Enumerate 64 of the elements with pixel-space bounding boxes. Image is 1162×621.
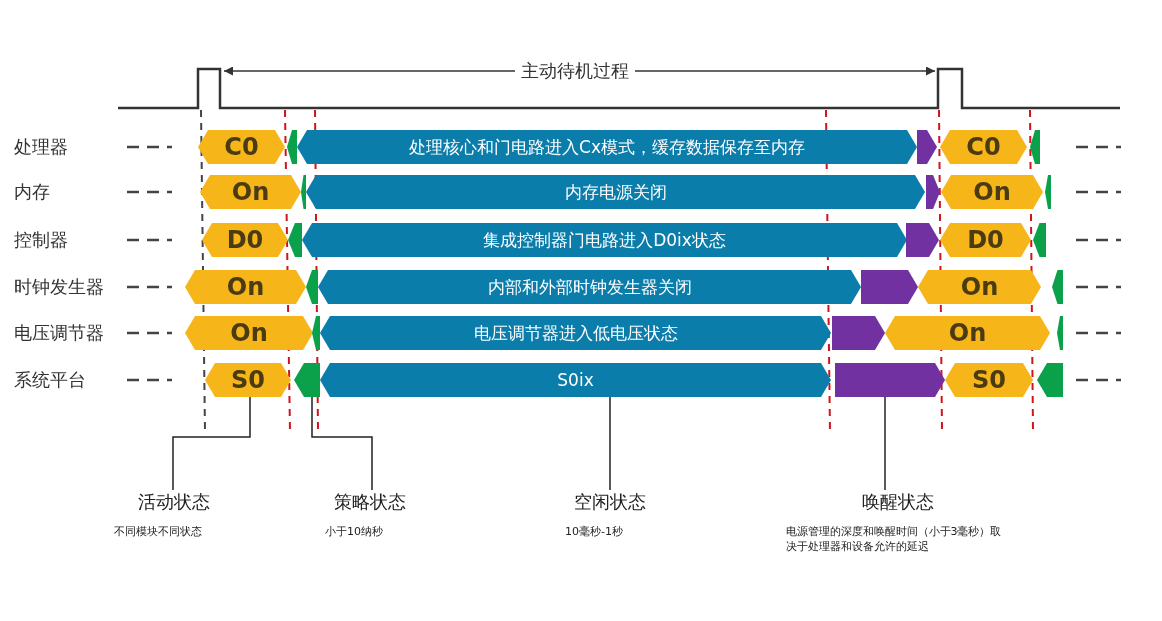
state-label: On: [960, 273, 999, 301]
callout-title: 活动状态: [137, 490, 211, 514]
state-label: C0: [224, 133, 259, 161]
state-bar: [1045, 175, 1051, 209]
state-label: S0ix: [557, 370, 594, 390]
state-bar: [205, 363, 291, 397]
state-bar: [940, 223, 1031, 257]
state-bar: [1030, 130, 1040, 164]
row-label: 控制器: [14, 228, 68, 252]
state-label: On: [230, 319, 268, 347]
state-label: D0: [967, 226, 1004, 254]
state-label: D0: [226, 226, 264, 254]
state-bar: [306, 175, 925, 209]
state-label: 处理核心和门电路进入Cx模式，缓存数据保存至内存: [409, 135, 805, 159]
state-bar: [185, 316, 313, 350]
row-label: 内存: [14, 180, 50, 204]
state-label: On: [231, 178, 270, 206]
callout-note: 小于10纳秒: [325, 524, 384, 539]
state-bar: [302, 223, 907, 257]
row-label: 电压调节器: [14, 321, 104, 345]
leader-line: [172, 396, 251, 491]
state-bar: [941, 175, 1043, 209]
state-bar: [185, 270, 306, 304]
callout-note: 10毫秒-1秒: [565, 524, 624, 539]
state-label: 集成控制器门电路进入D0ix状态: [483, 228, 726, 252]
state-bar: [861, 270, 918, 304]
leader-line: [884, 396, 886, 491]
state-bar: [320, 363, 831, 397]
callout-title: 唤醒状态: [861, 490, 935, 514]
state-bar: [1057, 316, 1063, 350]
state-bar: [945, 363, 1033, 397]
state-label: 内部和外部时钟发生器关闭: [487, 275, 692, 299]
state-bar: [835, 363, 945, 397]
state-bar: [1052, 270, 1063, 304]
state-label: On: [973, 178, 1011, 206]
state-bar: [200, 175, 301, 209]
state-label: On: [948, 319, 987, 347]
leader-line: [609, 396, 611, 491]
callout-note: 电源管理的深度和唤醒时间（小于3毫秒）取决于处理器和设备允许的延迟: [785, 524, 1003, 554]
state-bar: [1033, 223, 1046, 257]
state-label: On: [226, 273, 265, 301]
state-label: S0: [972, 366, 1006, 394]
state-bar: [940, 130, 1027, 164]
state-label: 内存电源关闭: [564, 180, 667, 204]
state-bar: [297, 130, 917, 164]
callout-note: 不同模块不同状态: [114, 524, 203, 539]
callout-title: 空闲状态: [573, 490, 647, 514]
state-bar: [318, 270, 861, 304]
row-label: 时钟发生器: [14, 275, 104, 299]
state-bar: [202, 223, 288, 257]
state-label: C0: [966, 133, 1001, 161]
state-label: S0: [231, 366, 265, 394]
row-label: 系统平台: [14, 368, 86, 392]
leader-line: [311, 396, 373, 491]
callout-title: 策略状态: [333, 490, 407, 514]
state-bar: [198, 130, 285, 164]
row-label: 处理器: [14, 135, 68, 159]
state-bar: [885, 316, 1050, 350]
state-bar: [320, 316, 831, 350]
state-bar: [918, 270, 1041, 304]
state-bar: [1037, 363, 1063, 397]
state-label: 电压调节器进入低电压状态: [473, 321, 678, 345]
state-bar: [832, 316, 885, 350]
dimension-label: 主动待机过程: [515, 59, 635, 83]
